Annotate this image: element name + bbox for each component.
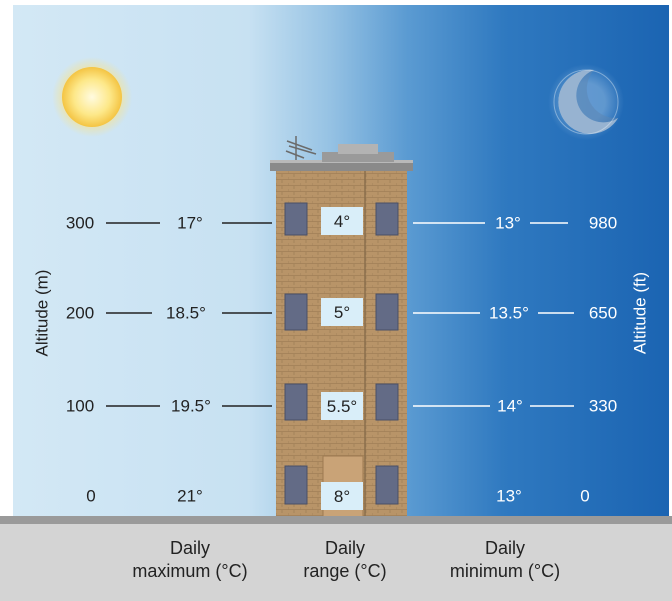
building-icon [270,136,413,523]
daily-range-200m: 5° [321,298,363,326]
daily-minimum-300m: 13° [495,213,521,233]
altitude-m-300: 300 [65,213,95,233]
ground-band [0,524,672,601]
daily-maximum-100m: 19.5° [171,396,211,416]
altitude-ft-axis-label: Altitude (ft) [630,271,650,355]
footer-daily-range-line1: Daily [324,538,366,558]
ground-strip [0,516,672,524]
daily-minimum-100m: 14° [497,396,523,416]
altitude-m-axis-label: Altitude (m) [32,269,52,357]
moon-icon [548,64,624,140]
altitude-ft-980: 980 [588,213,618,233]
footer-daily-range-line2: range (°C) [303,561,387,581]
footer-daily-maximum-line1: Daily [169,538,211,558]
altitude-m-200: 200 [65,303,95,323]
footer-daily-maximum: Daily maximum (°C) [132,537,247,583]
night-guide-lines [413,222,574,407]
footer-daily-minimum: Daily minimum (°C) [450,537,560,583]
altitude-m-0: 0 [86,486,96,506]
footer-daily-minimum-line2: minimum (°C) [449,561,561,581]
altitude-ft-0: 0 [580,486,590,506]
day-guide-lines [106,222,272,407]
daily-range-300m: 4° [321,207,363,235]
altitude-m-100: 100 [65,396,95,416]
daily-range-0m: 8° [321,482,363,510]
daily-maximum-200m: 18.5° [166,303,206,323]
footer-daily-maximum-line2: maximum (°C) [132,561,248,581]
daily-range-100m: 5.5° [321,392,363,420]
altitude-ft-650: 650 [588,303,618,323]
daily-maximum-300m: 17° [177,213,203,233]
daily-minimum-0m: 13° [496,486,522,506]
daily-minimum-200m: 13.5° [489,303,529,323]
footer-daily-range: Daily range (°C) [303,537,386,583]
sun-icon [52,57,132,137]
altitude-ft-330: 330 [588,396,618,416]
footer-daily-minimum-line1: Daily [484,538,526,558]
daily-maximum-0m: 21° [177,486,203,506]
